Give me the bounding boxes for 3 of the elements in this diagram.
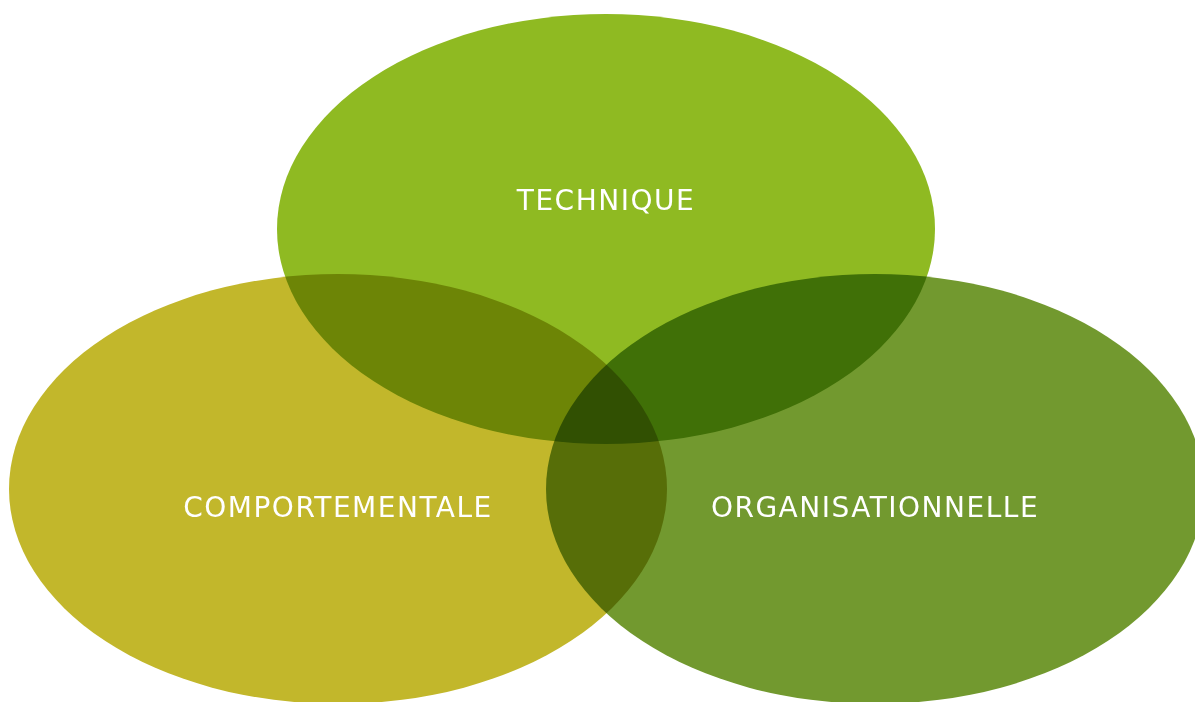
circle-label: COMPORTEMENTALE [183,491,493,524]
circle-label: ORGANISATIONNELLE [710,491,1040,524]
circle-label: TECHNIQUE [516,184,696,217]
